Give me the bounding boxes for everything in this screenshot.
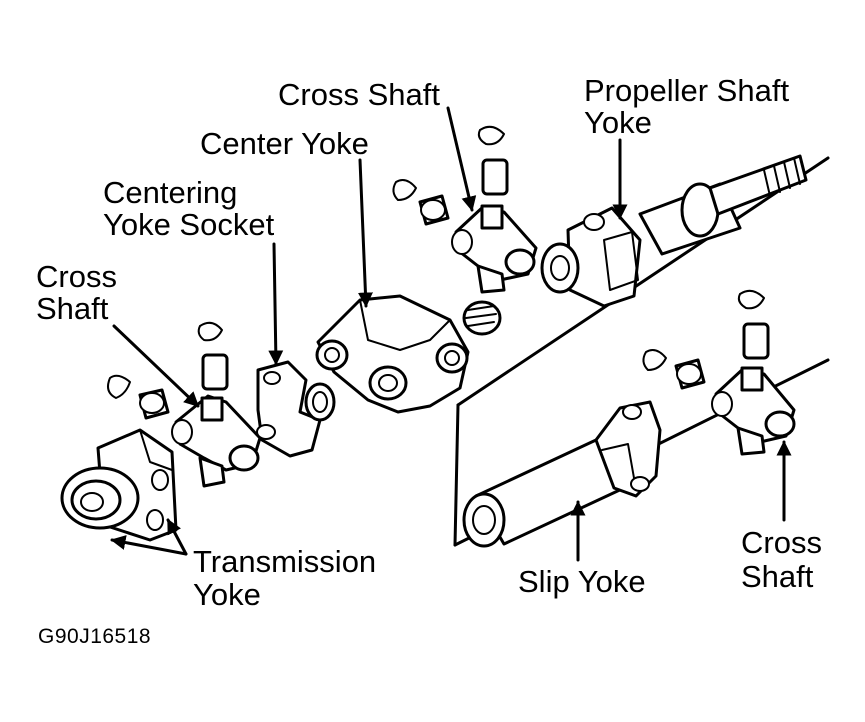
label-cross-shaft-top: Cross Shaft <box>278 77 440 112</box>
label-propeller-line1: Propeller Shaft <box>584 73 790 108</box>
cross-shaft-left-assembly <box>107 321 262 488</box>
leader-arrows <box>110 106 792 562</box>
transmission-yoke <box>60 428 178 542</box>
arrow-transmission-1 <box>110 535 188 556</box>
center-yoke <box>315 294 470 414</box>
arrow-cross-shaft-top <box>446 106 477 212</box>
label-propeller-line2: Yoke <box>584 105 652 140</box>
label-slip-yoke: Slip Yoke <box>518 564 646 599</box>
label-transmission-line2: Yoke <box>193 577 261 612</box>
arrow-centering-socket <box>268 242 284 366</box>
centering-yoke-socket <box>256 360 336 458</box>
cross-shaft-top-assembly <box>392 125 538 294</box>
label-centering-line2: Yoke Socket <box>103 207 275 242</box>
label-cross-shaft-left-line2: Shaft <box>36 291 109 326</box>
label-cross-shaft-left-line1: Cross <box>36 259 117 294</box>
cross-shaft-right-assembly <box>642 289 796 456</box>
label-transmission-line1: Transmission <box>193 544 377 579</box>
label-cross-shaft-right-line2: Shaft <box>741 559 814 594</box>
label-centering-line1: Centering <box>103 175 238 210</box>
slip-yoke <box>462 400 662 548</box>
label-cross-shaft-right-line1: Cross <box>741 525 822 560</box>
arrow-transmission-2 <box>166 518 188 556</box>
centering-spring <box>462 300 502 336</box>
label-center-yoke: Center Yoke <box>200 126 369 161</box>
figure-code: G90J16518 <box>38 625 152 648</box>
arrow-cross-shaft-left <box>112 324 200 408</box>
arrow-center-yoke <box>357 158 373 308</box>
propeller-shaft-yoke <box>540 154 808 308</box>
